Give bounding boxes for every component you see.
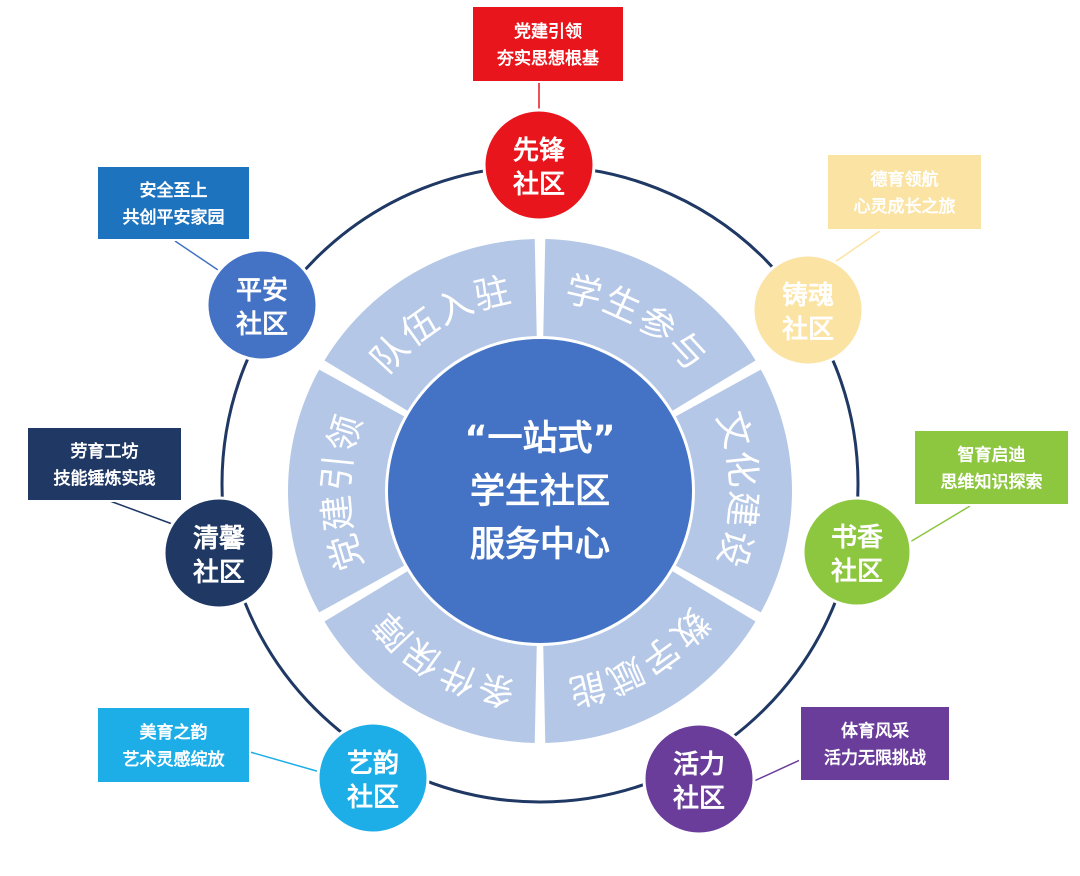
label-line-2: 活力无限挑战	[824, 748, 926, 769]
label-box	[96, 706, 251, 784]
community-name-line-1: 活力	[673, 750, 725, 780]
label-line-1: 体育风采	[841, 721, 909, 742]
label-line-1: 德育领航	[871, 169, 939, 190]
connector-line-yiyun	[249, 751, 321, 773]
connector-line-zhuhun	[834, 230, 881, 263]
connector-line-pingan	[174, 240, 219, 271]
community-name-line-2: 社区	[513, 169, 565, 200]
label-line-2: 思维知识探索	[941, 472, 1043, 493]
community-name-line-2: 社区	[236, 309, 288, 340]
center-line-2: 学生社区	[470, 471, 610, 512]
label-box	[26, 426, 183, 502]
service-ring: 党建引领队伍入驻学生参与文化建设数字赋能条件保障	[288, 239, 792, 743]
connector-line-qingxin	[109, 500, 176, 526]
ring-segment	[543, 571, 756, 743]
community-circle	[751, 253, 865, 367]
community-name-line-1: 书香	[831, 523, 883, 553]
center-circle	[388, 339, 692, 643]
community-circle	[801, 496, 913, 608]
label-line-2: 共创平安家园	[123, 207, 225, 228]
label-line-2: 艺术灵感绽放	[123, 749, 226, 770]
label-box	[471, 5, 625, 83]
community-name-line-1: 清馨	[193, 524, 246, 554]
connector-line-huoli	[751, 759, 801, 783]
community-circle	[162, 496, 276, 610]
label-line-2: 技能锤炼实践	[54, 468, 156, 489]
label-line-2: 夯实思想根基	[496, 48, 600, 69]
label-line-1: 安全至上	[140, 180, 208, 201]
community-name-line-2: 社区	[831, 556, 883, 587]
center-label: “一站式” 学生社区 服务中心	[464, 419, 615, 565]
connector-line-shuxiang	[904, 505, 971, 546]
label-line-1: 党建引领	[514, 21, 582, 42]
label-box	[799, 705, 951, 782]
label-line-1: 美育之韵	[140, 722, 208, 743]
community-name-line-2: 社区	[193, 557, 245, 588]
ring-segment	[288, 369, 405, 613]
community-name-line-1: 平安	[236, 276, 288, 306]
connector-lines	[109, 82, 971, 783]
community-name-line-2: 社区	[782, 314, 834, 345]
community-circle	[642, 722, 756, 836]
ring-segment	[543, 239, 756, 411]
community-labels: 党建引领夯实思想根基德育领航心灵成长之旅智育启迪思维知识探索体育风采活力无限挑战…	[26, 5, 1070, 784]
center-line-1: “一站式”	[464, 419, 615, 459]
label-box	[96, 165, 251, 241]
ring-segment	[324, 239, 537, 411]
label-box	[913, 429, 1070, 506]
community-name-line-1: 铸魂	[782, 281, 834, 311]
community-circle	[205, 248, 319, 362]
community-name-line-2: 社区	[673, 783, 725, 814]
label-line-1: 劳育工坊	[71, 441, 139, 462]
community-circle	[316, 721, 430, 835]
community-name-line-1: 艺韵	[347, 748, 399, 779]
ring-segment	[324, 571, 537, 743]
ring-segment	[675, 369, 792, 613]
community-circle	[482, 108, 596, 222]
center-line-3: 服务中心	[470, 525, 610, 565]
label-line-2: 心灵成长之旅	[854, 196, 956, 217]
community-name-line-1: 先锋	[513, 136, 566, 166]
label-line-1: 智育启迪	[958, 445, 1026, 466]
label-box	[826, 153, 983, 231]
community-name-line-2: 社区	[347, 782, 399, 813]
